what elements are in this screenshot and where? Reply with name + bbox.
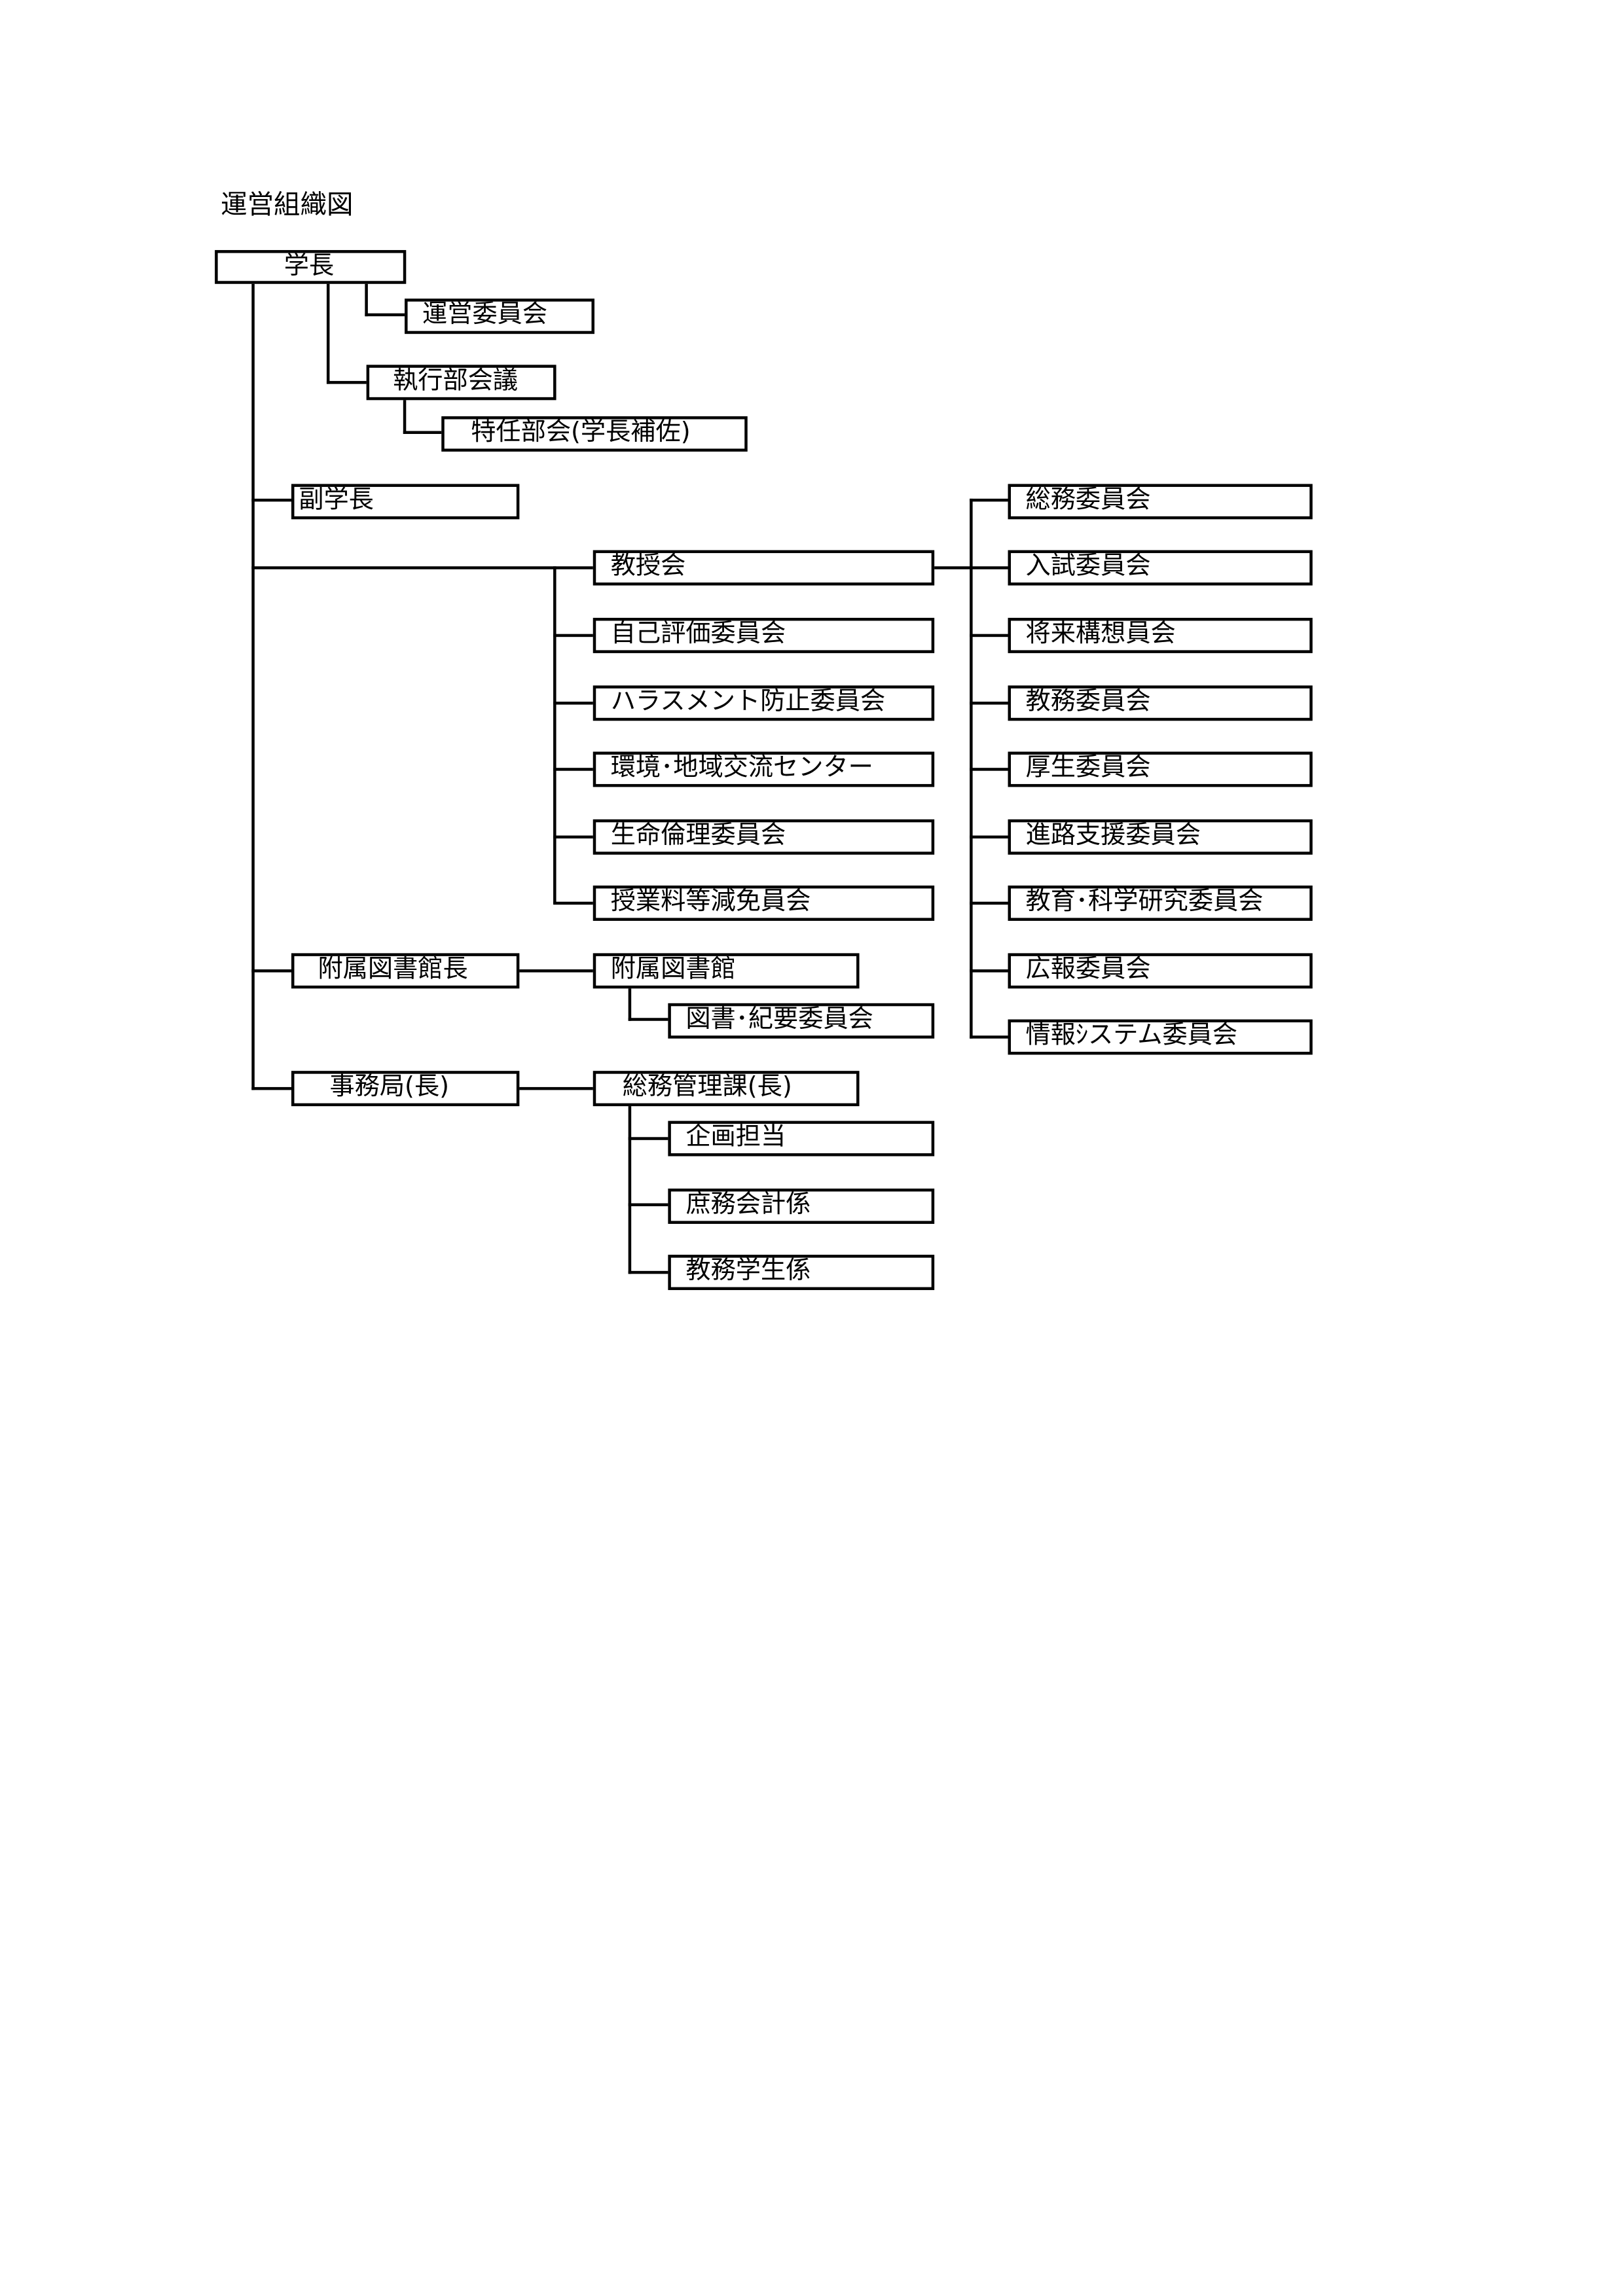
node-information-systems: 情報ｼステム委員会 [1008, 1019, 1313, 1055]
connector [553, 634, 594, 637]
connector [628, 1018, 670, 1021]
node-library-bulletin: 図書･紀要委員会 [668, 1003, 935, 1039]
connector [970, 901, 1010, 905]
node-faculty-council: 教授会 [593, 550, 935, 586]
connector [553, 768, 594, 771]
connector [628, 985, 632, 1021]
connector [251, 498, 293, 502]
node-general-management-division: 総務管理課(長) [593, 1071, 860, 1107]
node-student-affairs: 教務学生係 [668, 1255, 935, 1291]
node-president: 学長 [215, 250, 407, 284]
connector [628, 1103, 632, 1274]
node-library-director: 附属図書館長 [291, 953, 520, 989]
connector [553, 566, 556, 903]
node-special-subcommittee: 特任部会(学長補佐) [441, 416, 748, 452]
node-career-support: 進路支援委員会 [1008, 819, 1313, 855]
node-bioethics: 生命倫理委員会 [593, 819, 935, 855]
node-planning: 企画担当 [668, 1121, 935, 1157]
connector [365, 281, 368, 317]
connector [970, 498, 1010, 502]
connector [553, 901, 594, 905]
connector [628, 1203, 670, 1206]
connector [970, 768, 1010, 771]
node-secretariat: 事務局(長) [291, 1071, 520, 1107]
connector [251, 1086, 293, 1090]
connector [365, 313, 407, 317]
node-public-relations: 広報委員会 [1008, 953, 1313, 989]
connector [628, 1270, 670, 1274]
connector [553, 835, 594, 839]
node-executive-council: 執行部会議 [366, 365, 556, 401]
connector [970, 1035, 1010, 1039]
connector [251, 566, 594, 569]
node-vice-president: 副学長 [291, 484, 520, 520]
connector [251, 281, 255, 1090]
node-education-research: 教育･科学研究委員会 [1008, 885, 1313, 921]
connector [403, 397, 407, 435]
connector [970, 702, 1010, 705]
node-admissions: 入試委員会 [1008, 550, 1313, 586]
connector [326, 281, 330, 384]
node-harassment-prevention: ハラスメント防止委員会 [593, 685, 935, 721]
chart-title: 運営組織図 [221, 189, 354, 221]
node-accounting: 庶務会計係 [668, 1188, 935, 1224]
node-management-committee: 運営委員会 [405, 298, 594, 334]
connector [628, 1137, 670, 1140]
connector [516, 1086, 594, 1090]
node-library: 附属図書館 [593, 953, 860, 989]
connector [553, 702, 594, 705]
connector [403, 431, 443, 435]
connector [970, 969, 1010, 973]
connector [251, 969, 293, 973]
connector [516, 969, 594, 973]
connector [970, 835, 1010, 839]
connector [970, 634, 1010, 637]
connector [326, 381, 368, 384]
node-welfare: 厚生委員会 [1008, 751, 1313, 787]
node-tuition-exemption: 授業料等減免員会 [593, 885, 935, 921]
node-environment-center: 環境･地域交流センター [593, 751, 935, 787]
node-academic-affairs: 教務委員会 [1008, 685, 1313, 721]
node-future-planning: 将来構想員会 [1008, 617, 1313, 653]
node-self-evaluation: 自己評価委員会 [593, 617, 935, 653]
node-general-affairs-committee: 総務委員会 [1008, 484, 1313, 520]
